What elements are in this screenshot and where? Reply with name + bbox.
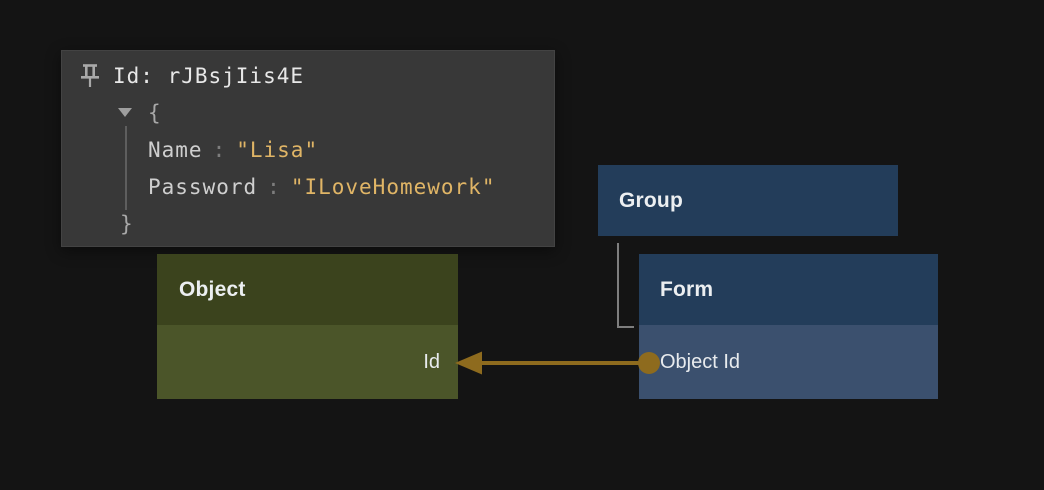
node-group[interactable]: Group xyxy=(598,165,898,236)
property-row: Password : "ILoveHomework" xyxy=(62,168,554,205)
tree-guide-line xyxy=(125,126,127,210)
pinned-value-tooltip: Id: rJBsjIis4E { Name : "Lisa" Password … xyxy=(61,50,555,247)
expander-toggle-icon[interactable] xyxy=(118,108,132,117)
node-object-header[interactable]: Object xyxy=(157,254,458,325)
node-object[interactable]: Object Id xyxy=(157,254,458,399)
node-form-header[interactable]: Form xyxy=(639,254,938,325)
property-key: Password xyxy=(148,174,258,199)
open-brace: { xyxy=(148,100,162,125)
node-title: Form xyxy=(660,277,714,301)
node-title: Group xyxy=(619,188,683,212)
property-value: "ILoveHomework" xyxy=(290,174,496,199)
node-object-row-id[interactable]: Id xyxy=(157,325,458,399)
close-brace: } xyxy=(120,211,134,236)
property-separator: : xyxy=(267,174,281,199)
node-form[interactable]: Form Object Id xyxy=(639,254,938,399)
tooltip-id-title: Id: rJBsjIis4E xyxy=(113,63,305,88)
tooltip-header: Id: rJBsjIis4E xyxy=(62,57,554,94)
property-separator: : xyxy=(212,137,227,162)
pin-icon[interactable] xyxy=(81,63,99,88)
property-key: Name xyxy=(148,137,203,162)
row-label: Id xyxy=(423,350,440,373)
node-title: Object xyxy=(179,277,246,301)
row-label: Object Id xyxy=(660,350,741,373)
tree-root-line: { xyxy=(62,94,554,131)
property-row: Name : "Lisa" xyxy=(62,131,554,168)
hierarchy-connector-line xyxy=(617,243,634,328)
tree-close-line: } xyxy=(62,205,554,242)
node-form-row-objectid[interactable]: Object Id xyxy=(639,325,938,399)
edge-arrowhead xyxy=(455,351,482,375)
node-group-header[interactable]: Group xyxy=(598,165,898,236)
property-value: "Lisa" xyxy=(236,137,319,162)
